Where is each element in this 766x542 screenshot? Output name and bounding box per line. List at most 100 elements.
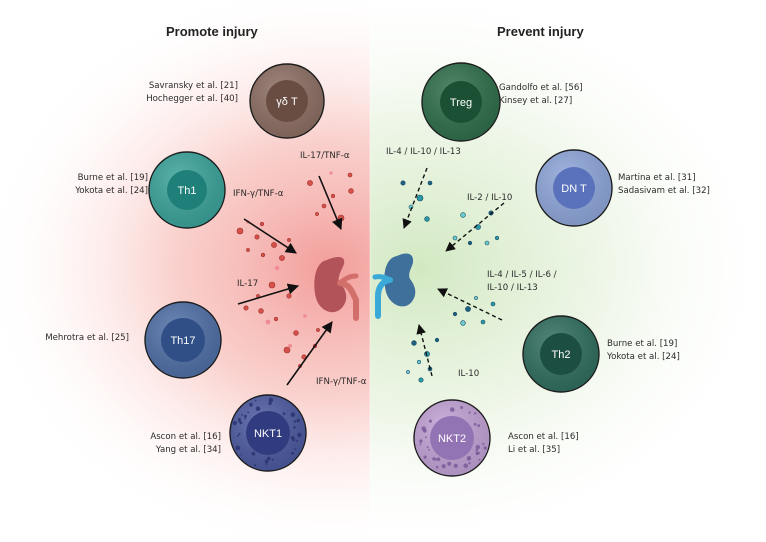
granule [436,457,441,462]
ref-line: Gandolfo et al. [56] [499,83,583,93]
cytokine-dot [303,314,307,318]
cell-dnt: DN T [535,149,613,227]
ref-line: Hochegger et al. [40] [146,94,238,104]
cytokine-particles [236,171,500,383]
cytokine-ifn-tnf-bottom: IFN-γ/TNF-α [316,377,367,387]
arrow-th2 [437,288,503,321]
granule [271,458,274,461]
granule [474,412,477,415]
cytokine-dot [480,319,486,325]
cell-label-nkt2: NKT2 [438,433,466,445]
cytokine-dot [452,311,458,317]
granule [241,414,244,416]
granule [426,446,429,449]
cell-gdt: γδ T [249,63,325,139]
arrow-nkt2 [416,324,433,377]
cell-nucleus [440,81,482,123]
arrow-th17 [237,283,300,305]
granule [478,458,481,461]
cytokine-dot [316,328,320,332]
granule [251,451,256,456]
ref-line: Sadasivam et al. [32] [618,186,710,196]
cell-label-treg: Treg [450,97,472,109]
cell-nucleus [266,80,308,122]
cytokine-dot [452,235,458,241]
cytokine-il10: IL-10 [458,369,480,379]
granule [293,420,297,423]
granule [253,464,257,467]
granule [244,414,247,418]
cell-nucleus [246,411,290,455]
arrow-th1 [243,218,297,254]
granule [255,406,261,412]
granule [425,436,427,439]
cell-label-th1: Th1 [178,185,197,197]
refs-th2: Burne et al. [19] Yokota et al. [24] [607,338,680,364]
refs-treg: Gandolfo et al. [56] Kinsey et al. [27] [499,82,583,108]
arrow-nkt1 [286,321,333,386]
cytokine-dot [307,180,313,186]
cytokine-dot [416,359,422,365]
ref-line: Martina et al. [31] [618,173,696,183]
granule [428,419,432,423]
arrow-dnt [445,202,505,252]
granule [475,451,480,456]
granule [450,407,455,412]
cell-label-th17: Th17 [170,335,195,347]
ref-line: Savransky et al. [21] [148,81,238,91]
granule [264,459,269,464]
ref-line: Ascon et al. [16] [508,432,579,442]
header-prevent-injury: Prevent injury [497,24,584,39]
ref-line: Ascon et al. [16] [150,432,221,442]
cell-nkt2: NKT2 [413,399,491,477]
granule [482,442,485,445]
granule [419,439,423,443]
granule [477,424,481,428]
granule [268,397,274,403]
ref-line: Kinsey et al. [27] [499,96,573,106]
cytokine-dot [347,172,353,178]
cell-label-gdt: γδ T [276,96,298,108]
cytokine-dot [265,319,271,325]
cytokine-dot [315,212,319,216]
granule [254,399,257,402]
kidney-left [314,257,359,321]
refs-th17: Mehrotra et al. [25] [45,332,129,345]
ref-line: Li et al. [35] [508,445,561,455]
granule [435,465,439,469]
cytokine-dot [416,194,424,202]
cytokine-dot [474,296,478,300]
cytokine-dot [287,238,291,242]
cytokine-dot [273,316,279,322]
cell-th2: Th2 [522,315,600,393]
cytokine-dot [427,180,433,186]
cell-th17: Th17 [144,301,222,379]
cytokine-dot [490,301,496,307]
granule [434,458,437,461]
header-promote-injury: Promote injury [166,24,258,39]
granule [291,451,294,455]
ref-line: Yang et al. [34] [155,445,221,455]
cytokine-dot [286,293,292,299]
cell-label-th2: Th2 [552,349,571,361]
granule [237,419,241,423]
cytokine-dot [283,346,291,354]
cytokine-dot [268,281,276,289]
refs-nkt1: Ascon et al. [16] Yang et al. [34] [150,431,221,457]
cytokine-dot [400,180,406,186]
cytokine-il17-tnf: IL-17/TNF-α [300,151,350,161]
granule [441,464,446,469]
granule [463,463,469,469]
cytokine-dot [260,252,266,258]
arrow-gdt [318,175,343,231]
cell-th1: Th1 [148,151,226,229]
granule [267,456,271,461]
granule [238,432,241,435]
cell-nkt1: NKT1 [229,394,307,472]
granule [296,440,298,443]
granule [239,421,243,425]
cytokine-dot [258,308,264,314]
cytokine-il2-il10: IL-2 / IL-10 [467,193,513,203]
granule [244,417,246,420]
